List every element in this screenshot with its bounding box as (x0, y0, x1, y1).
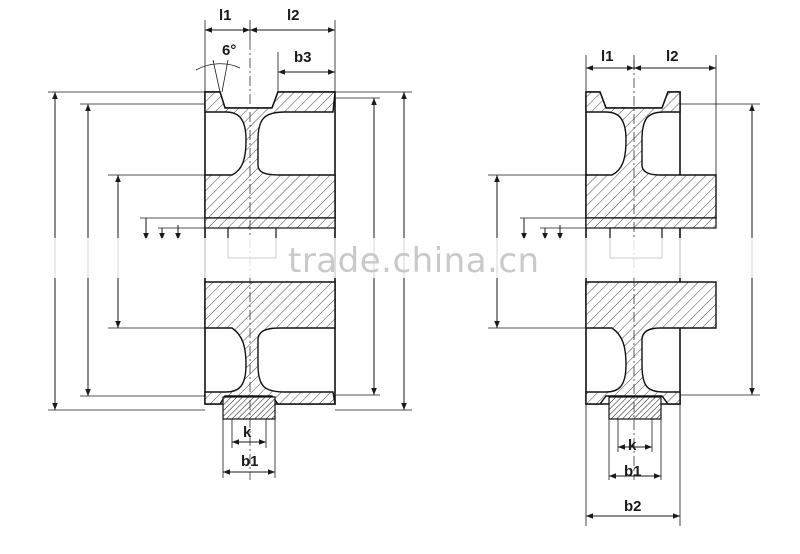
watermark-text: trade.china.cn (288, 241, 540, 281)
left-label-l1: l1 (219, 7, 232, 24)
left-upper-groove-curve (225, 111, 247, 141)
right-pulley-section (585, 60, 717, 480)
left-label-angle: 6° (222, 42, 236, 59)
left-hub-band (204, 217, 336, 229)
right-key (608, 396, 662, 420)
left-key (222, 396, 276, 420)
right-label-k: k (628, 437, 637, 454)
watermark-band (30, 238, 800, 278)
right-label-b2: b2 (624, 498, 642, 515)
left-label-b1: b1 (241, 453, 259, 470)
left-label-l2: l2 (287, 7, 300, 24)
right-label-b1: b1 (624, 463, 642, 480)
right-hub-band (585, 217, 717, 229)
right-label-l1: l1 (601, 48, 614, 65)
right-label-l2: l2 (666, 48, 679, 65)
right-lower-rim-hatch (585, 281, 717, 405)
left-label-k: k (243, 424, 252, 441)
right-upper-rim-hatch (585, 91, 717, 219)
left-label-b3: b3 (294, 49, 312, 66)
